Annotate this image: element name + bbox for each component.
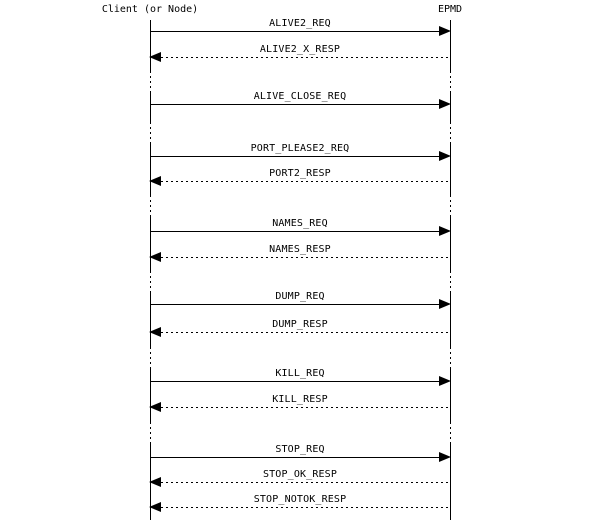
message-line	[150, 381, 441, 382]
message-label: NAMES_RESP	[269, 244, 331, 255]
message-line	[150, 304, 441, 305]
message-line	[161, 482, 449, 483]
lifeline-epmd-segment	[450, 347, 451, 368]
lifeline-epmd-segment	[450, 122, 451, 143]
arrowhead-right	[439, 99, 451, 109]
message-label: PORT_PLEASE2_REQ	[250, 143, 350, 154]
message-line	[150, 104, 441, 105]
lifeline-epmd-segment	[450, 20, 451, 71]
message-label: DUMP_RESP	[272, 319, 328, 330]
lifeline-client-segment	[150, 122, 151, 143]
message-line	[161, 257, 449, 258]
message-label: ALIVE_CLOSE_REQ	[253, 91, 347, 102]
message-label: KILL_REQ	[275, 368, 325, 379]
lifeline-client-segment	[150, 292, 151, 347]
message-label: STOP_REQ	[275, 444, 325, 455]
actor-label-epmd: EPMD	[437, 4, 463, 15]
arrowhead-right	[439, 376, 451, 386]
message-line	[150, 156, 441, 157]
lifeline-client-segment	[150, 216, 151, 271]
lifeline-epmd-segment	[450, 292, 451, 347]
lifeline-client-segment	[150, 368, 151, 422]
message-label: ALIVE2_REQ	[269, 18, 331, 29]
lifeline-client-segment	[150, 143, 151, 195]
lifeline-client-segment	[150, 20, 151, 71]
arrowhead-left	[149, 52, 161, 62]
message-line	[161, 507, 449, 508]
lifeline-epmd-segment	[450, 216, 451, 271]
message-label: STOP_OK_RESP	[262, 469, 338, 480]
message-line	[150, 457, 441, 458]
lifeline-epmd-segment	[450, 368, 451, 422]
lifeline-epmd-segment	[450, 422, 451, 443]
lifeline-epmd-segment	[450, 143, 451, 195]
arrowhead-right	[439, 452, 451, 462]
message-label: NAMES_REQ	[272, 218, 328, 229]
lifeline-epmd-segment	[450, 271, 451, 292]
message-line	[150, 231, 441, 232]
lifeline-client-segment	[150, 195, 151, 216]
message-label: ALIVE2_X_RESP	[259, 44, 341, 55]
actor-label-client: Client (or Node)	[101, 4, 199, 15]
message-line	[161, 332, 449, 333]
lifeline-client-segment	[150, 71, 151, 92]
message-label: KILL_RESP	[272, 394, 328, 405]
lifeline-epmd-segment	[450, 71, 451, 92]
lifeline-epmd-segment	[450, 443, 451, 520]
message-line	[161, 407, 449, 408]
arrowhead-right	[439, 299, 451, 309]
arrowhead-left	[149, 327, 161, 337]
lifeline-client-segment	[150, 271, 151, 292]
arrowhead-left	[149, 176, 161, 186]
message-label: DUMP_REQ	[275, 291, 325, 302]
arrowhead-left	[149, 502, 161, 512]
lifeline-client-segment	[150, 422, 151, 443]
lifeline-client-segment	[150, 92, 151, 122]
message-line	[161, 57, 449, 58]
arrowhead-right	[439, 151, 451, 161]
arrowhead-right	[439, 226, 451, 236]
message-label: PORT2_RESP	[269, 168, 331, 179]
arrowhead-right	[439, 26, 451, 36]
arrowhead-left	[149, 252, 161, 262]
message-line	[161, 181, 449, 182]
lifeline-client-segment	[150, 347, 151, 368]
arrowhead-left	[149, 402, 161, 412]
lifeline-epmd-segment	[450, 195, 451, 216]
message-label: STOP_NOTOK_RESP	[253, 494, 347, 505]
message-line	[150, 31, 441, 32]
arrowhead-left	[149, 477, 161, 487]
